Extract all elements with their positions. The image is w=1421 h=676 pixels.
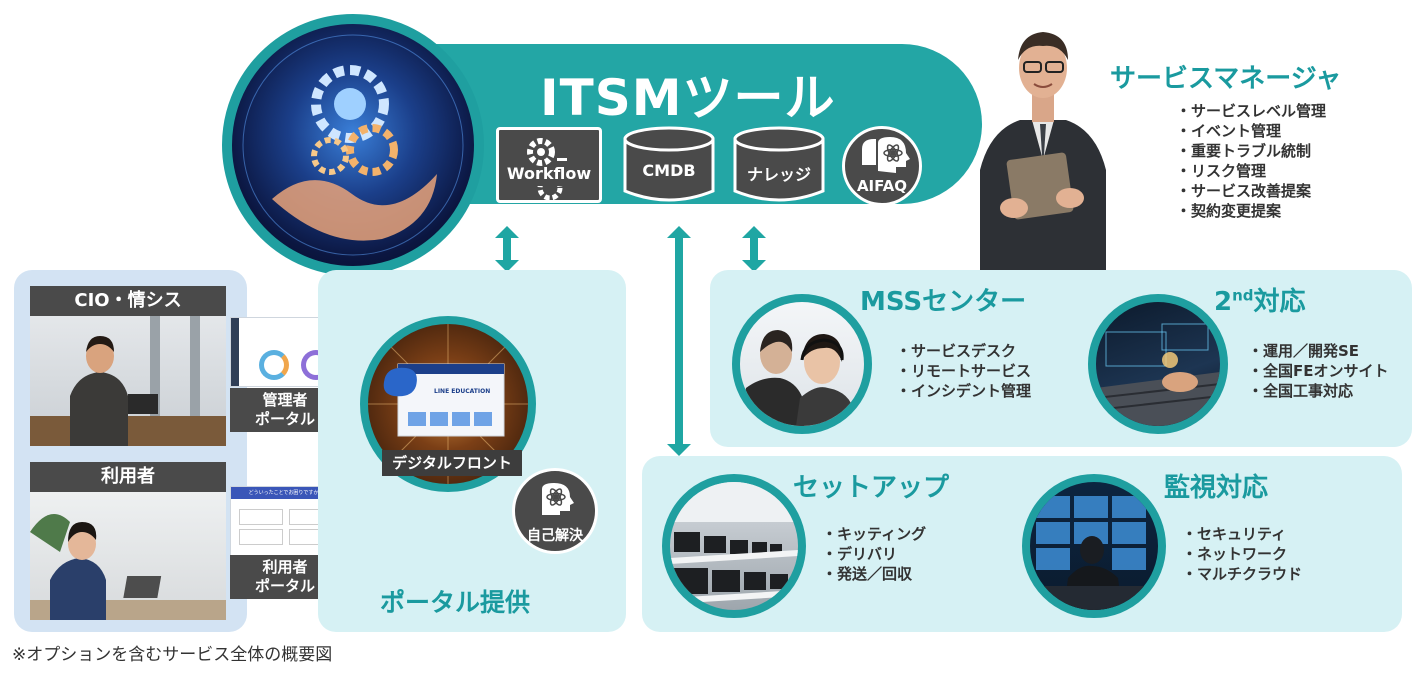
gear-icon xyxy=(527,138,567,166)
list-item: ・全国工事対応 xyxy=(1248,382,1354,400)
digital-front-label: デジタルフロント xyxy=(382,450,522,476)
aifaq-module: AIFAQ xyxy=(842,126,922,206)
cio-photo xyxy=(30,316,226,446)
ai-head-icon xyxy=(862,137,910,173)
double-arrow-icon xyxy=(667,226,691,456)
list-item: ・運用／開発SE xyxy=(1248,342,1360,360)
footnote: ※オプションを含むサービス全体の概要図 xyxy=(12,645,333,665)
list-item: ・重要トラブル統制 xyxy=(1176,142,1312,160)
cmdb-label: CMDB xyxy=(642,161,696,180)
user-title-bar: 利用者 xyxy=(30,462,226,492)
admin-portal-label-line1: 管理者 xyxy=(262,391,308,409)
list-item: ・サービス改善提案 xyxy=(1176,182,1312,200)
user-portal-label-line2: ポータル xyxy=(254,577,315,595)
list-item: ・キッティング xyxy=(822,525,927,543)
list-item: ・セキュリティ xyxy=(1182,525,1287,543)
digital-front-screen-text: LINE EDUCATION xyxy=(434,388,491,395)
list-item: ・インシデント管理 xyxy=(896,382,1032,400)
list-item: ・全国FEオンサイト xyxy=(1248,362,1389,380)
double-arrow-icon xyxy=(742,226,766,272)
second-title-rest: 対応 xyxy=(1253,287,1306,317)
list-item: ・リスク管理 xyxy=(1176,162,1267,180)
second-title-sup: nd xyxy=(1232,286,1254,305)
user-portal-label-line1: 利用者 xyxy=(262,558,308,576)
mss-title: MSSセンター xyxy=(860,287,1027,317)
aifaq-label: AIFAQ xyxy=(856,177,908,195)
list-item: ・発送／回収 xyxy=(822,565,913,583)
self-solve-label: 自己解決 xyxy=(527,528,583,544)
double-arrow-icon xyxy=(495,226,519,272)
setup-list: ・キッティング ・デリバリ ・発送／回収 xyxy=(822,524,926,584)
knowledge-label: ナレッジ xyxy=(746,165,811,184)
mss-photo-circle xyxy=(732,294,872,434)
list-item: ・イベント管理 xyxy=(1176,122,1282,140)
user-screen-header: どういったことでお困りですか？ xyxy=(231,487,341,499)
list-item: ・サービスレベル管理 xyxy=(1176,102,1327,120)
list-item: ・リモートサービス xyxy=(896,362,1032,380)
second-list: ・運用／開発SE ・全国FEオンサイト ・全国工事対応 xyxy=(1248,341,1389,401)
service-manager-list: ・サービスレベル管理 ・イベント管理 ・重要トラブル統制 ・リスク管理 ・サービ… xyxy=(1176,101,1326,221)
cmdb-module: CMDB xyxy=(623,125,715,205)
monitor-title: 監視対応 xyxy=(1164,473,1269,503)
monitor-photo-circle xyxy=(1022,474,1166,618)
list-item: ・マルチクラウド xyxy=(1182,565,1303,583)
knowledge-module: ナレッジ xyxy=(733,125,825,205)
user-photo xyxy=(30,492,226,620)
setup-photo-circle xyxy=(662,474,806,618)
workflow-module: Workflow xyxy=(496,127,602,203)
cio-title-bar: CIO・情シス xyxy=(30,286,226,316)
list-item: ・契約変更提案 xyxy=(1176,202,1282,220)
list-item: ・サービスデスク xyxy=(896,342,1017,360)
second-title-main: 2 xyxy=(1214,287,1233,317)
admin-portal-label-line2: ポータル xyxy=(254,410,315,428)
second-title: 2nd対応 xyxy=(1214,281,1306,318)
self-solve-circle: 自己解決 xyxy=(512,468,598,554)
list-item: ・ネットワーク xyxy=(1182,545,1288,563)
ai-head-icon xyxy=(542,483,574,515)
workflow-label: Workflow xyxy=(506,164,592,183)
portal-title: ポータル提供 xyxy=(380,588,531,617)
gear-icon xyxy=(537,186,563,200)
second-photo-circle xyxy=(1088,294,1228,434)
itsm-title: ITSMツール xyxy=(540,69,836,127)
service-manager-photo xyxy=(980,20,1106,272)
service-manager-title: サービスマネージャ xyxy=(1110,64,1342,94)
mss-list: ・サービスデスク ・リモートサービス ・インシデント管理 xyxy=(896,341,1031,401)
monitor-list: ・セキュリティ ・ネットワーク ・マルチクラウド xyxy=(1182,524,1302,584)
setup-title: セットアップ xyxy=(793,473,950,503)
itsm-globe-image xyxy=(222,14,484,276)
list-item: ・デリバリ xyxy=(822,545,898,563)
